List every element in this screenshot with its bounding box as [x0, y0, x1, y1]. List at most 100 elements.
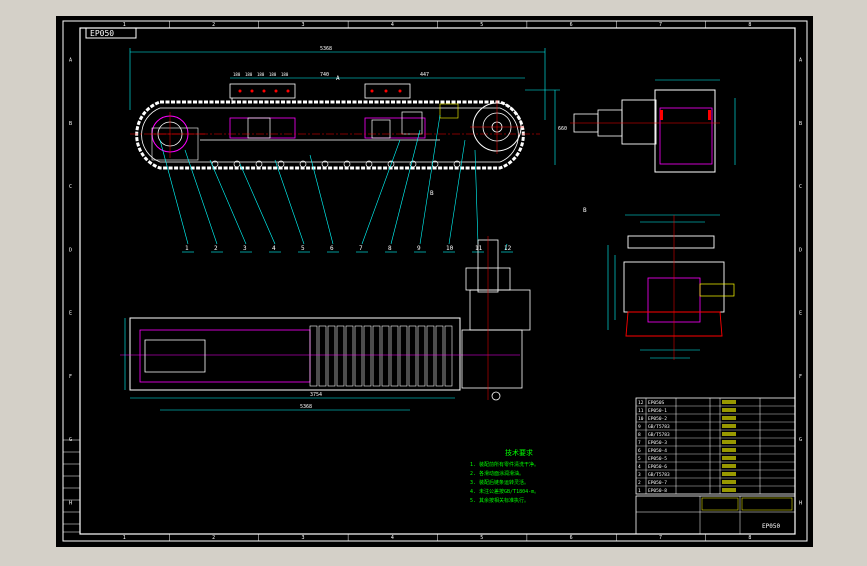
parts-row-material: [722, 472, 736, 476]
section-bolts: [660, 110, 711, 120]
top-drive-assembly: [461, 236, 531, 401]
section-b-pin: [699, 283, 735, 297]
parts-row-material: [722, 424, 736, 428]
border-label-top-5: 5: [480, 22, 483, 28]
part-callout: 10: [446, 245, 454, 252]
parts-row-material: [722, 416, 736, 420]
section-b-label: B: [583, 207, 587, 214]
top-view-outline: [129, 317, 461, 391]
top-view-dimensions: [124, 318, 455, 411]
part-callout: 2: [214, 245, 218, 252]
border-label-left-C: C: [69, 184, 72, 190]
parts-row-material: [722, 400, 736, 404]
drawing-paper: [56, 16, 813, 547]
border-label-left-H: H: [69, 500, 72, 506]
technical-notes: 技术要求 1. 装配前所有零件清洗干净。2. 各滑动面涂润滑油。3. 装配后链条…: [470, 448, 539, 504]
parts-row-material: [722, 464, 736, 468]
part-callout: 9: [417, 245, 421, 252]
title-block: EP050: [635, 495, 796, 535]
part-callout: 1: [185, 245, 189, 252]
border-label-right-F: F: [799, 374, 802, 380]
note-line: 3. 装配后链条运转灵活。: [470, 479, 529, 486]
dim-seg-right: 447: [420, 72, 429, 78]
border-label-left-A: A: [69, 58, 72, 64]
drawing-code-box: [85, 27, 137, 39]
roller: [321, 160, 329, 168]
chain-link: [318, 325, 327, 387]
idler-wheel[interactable]: [150, 112, 205, 161]
roller: [299, 160, 307, 168]
crawler-top-view[interactable]: 3754 5368: [120, 236, 531, 411]
parts-row-no: 10: [638, 416, 644, 422]
parts-row-code: EP050-2: [648, 416, 667, 422]
bracket-bolts: [238, 89, 402, 93]
roller: [343, 160, 351, 168]
parts-row-no: 3: [638, 472, 641, 478]
revision-table: [62, 439, 81, 533]
chain-link: [336, 325, 345, 387]
parts-row-no: 12: [638, 400, 644, 406]
part-leaders: [159, 114, 513, 253]
parts-row-code: GB/T5783: [648, 432, 670, 438]
roller: [431, 160, 439, 168]
parts-row-no: 11: [638, 408, 644, 414]
border-label-bottom-5: 5: [480, 535, 483, 541]
drive-sprocket[interactable]: [439, 100, 524, 154]
drawing-code: EP050: [90, 29, 114, 38]
parts-row-no: 6: [638, 448, 641, 454]
section-b-dimensions: [607, 214, 720, 359]
title-block-code: EP050: [762, 523, 780, 530]
parts-row-no: 1: [638, 488, 641, 494]
parts-row-code: EP050-1: [648, 408, 667, 414]
parts-row-code: GB/T5783: [648, 424, 670, 430]
border-label-bottom-6: 6: [570, 535, 573, 541]
border-label-top-1: 1: [123, 22, 126, 28]
chain-link: [399, 325, 408, 387]
chain-link: [444, 325, 453, 387]
chain-link: [417, 325, 426, 387]
dim-pitch: 180: [245, 72, 253, 77]
border-label-top-2: 2: [212, 22, 215, 28]
track-chain: [135, 100, 525, 170]
parts-row-material: [722, 456, 736, 460]
chain-link: [327, 325, 336, 387]
parts-row-no: 8: [638, 432, 641, 438]
parts-row-no: 4: [638, 464, 641, 470]
section-b-view[interactable]: B: [583, 207, 735, 360]
notes-heading: 技术要求: [505, 448, 533, 457]
border-label-top-7: 7: [659, 22, 662, 28]
chain-link: [309, 325, 318, 387]
drive-side-section[interactable]: [570, 79, 736, 173]
dim-pitch: 180: [281, 72, 289, 77]
part-callout: 8: [388, 245, 392, 252]
support-rollers: [211, 160, 461, 168]
chain-link: [345, 325, 354, 387]
dim-bottom-overall: 3754: [310, 392, 322, 398]
chain-link: [408, 325, 417, 387]
parts-row-material: [722, 408, 736, 412]
roller: [453, 160, 461, 168]
roller: [365, 160, 373, 168]
parts-row-material: [722, 432, 736, 436]
section-mark-b: B: [430, 190, 434, 197]
top-view-chain-links: [309, 325, 453, 387]
top-dimensions: [129, 48, 560, 165]
parts-row-material: [722, 448, 736, 452]
border-label-bottom-8: 8: [748, 535, 751, 541]
note-line: 2. 各滑动面涂润滑油。: [470, 470, 524, 477]
dim-pitch: 180: [257, 72, 265, 77]
section-mark-a: A: [336, 75, 340, 82]
top-brackets: [229, 83, 411, 104]
parts-row-no: 9: [638, 424, 641, 430]
border-label-top-6: 6: [570, 22, 573, 28]
part-callout: 11: [475, 245, 483, 252]
dim-overall-top: 5368: [320, 46, 332, 52]
border-label-top-4: 4: [391, 22, 394, 28]
dim-height: 660: [558, 126, 567, 132]
